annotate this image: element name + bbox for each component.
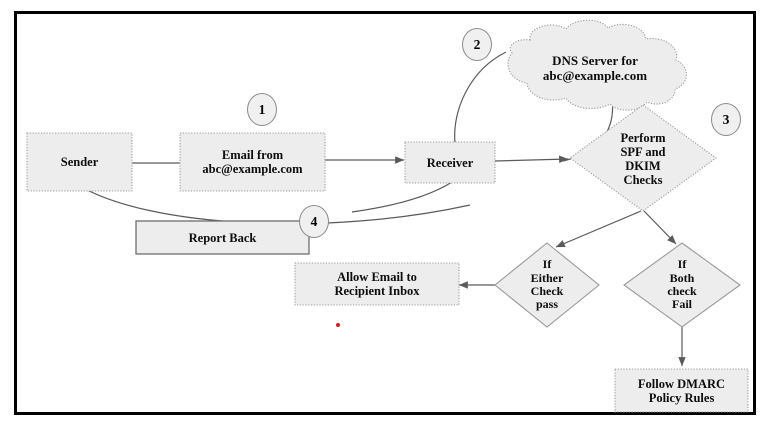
node-if-either-check-pass[interactable] [494,242,600,328]
step-marker-2-number: 2 [473,36,481,52]
step-marker-3[interactable]: 3 [711,103,741,136]
step-marker-1-number: 1 [258,101,266,117]
connector-receiver-to-spf [494,155,569,163]
node-allow-email-inbox[interactable] [294,262,460,306]
step-marker-4-number: 4 [310,213,318,229]
node-spf-dkim-checks[interactable] [569,104,717,212]
step-marker-2[interactable]: 2 [462,28,492,61]
connector-receiver-to-report-curve [351,181,453,213]
node-receiver[interactable] [404,141,496,184]
step-marker-3-number: 3 [722,111,730,127]
step-marker-4[interactable]: 4 [299,205,329,238]
node-email[interactable] [179,132,326,192]
node-follow-dmarc-policy[interactable] [614,368,749,413]
red-marker-dot [336,323,340,327]
node-dns-cloud[interactable] [507,19,687,111]
node-report-back[interactable] [135,220,310,255]
node-sender[interactable] [26,132,133,192]
connector-spf-to-both-fail [643,210,677,245]
connector-receiver-to-dns [454,51,507,144]
node-if-both-check-fail[interactable] [623,242,741,328]
step-marker-1[interactable]: 1 [247,93,277,126]
connector-spf-to-either-pass [555,210,642,248]
